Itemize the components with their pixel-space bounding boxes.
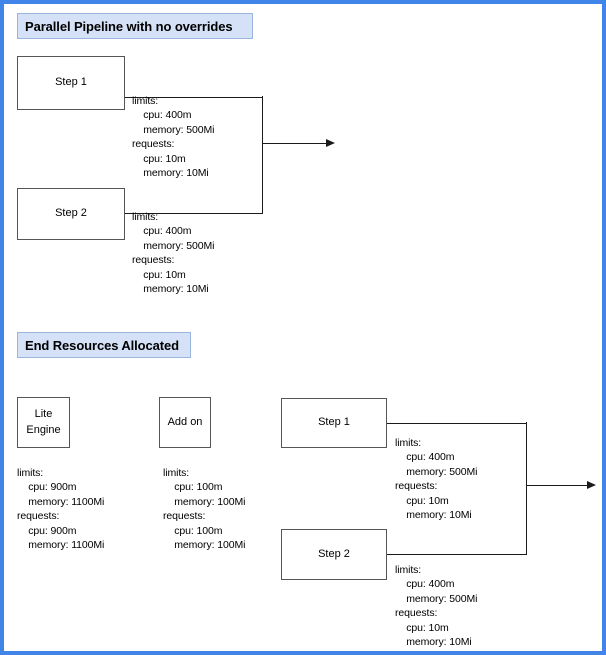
spec-bottom-step-1: limits: cpu: 400m memory: 500Mi requests…: [395, 437, 478, 522]
node-top-step-1[interactable]: Step 1: [17, 56, 125, 110]
node-bottom-step-2-label: Step 2: [318, 547, 350, 560]
spec-add-on: limits: cpu: 100m memory: 100Mi requests…: [163, 467, 246, 552]
node-top-step-1-label: Step 1: [55, 76, 87, 89]
node-lite-engine-label-line1: Lite: [34, 407, 53, 420]
section-badge-end-resources: End Resources Allocated: [17, 332, 191, 358]
connector-top-output-line: [262, 143, 327, 144]
connector-bottom-junction-vertical: [526, 422, 527, 555]
arrow-head-top-output-icon: [326, 139, 335, 147]
connector-top-step2-horizontal: [125, 213, 263, 214]
section-badge-parallel-pipeline-label: Parallel Pipeline with no overrides: [25, 18, 233, 34]
node-bottom-step-2[interactable]: Step 2: [281, 529, 387, 580]
section-badge-end-resources-label: End Resources Allocated: [25, 337, 179, 353]
spec-lite-engine: limits: cpu: 900m memory: 1100Mi request…: [17, 467, 105, 552]
node-add-on-label: Add on: [167, 415, 203, 428]
connector-bottom-step2-horizontal: [387, 554, 527, 555]
node-bottom-step-1[interactable]: Step 1: [281, 398, 387, 448]
node-top-step-2[interactable]: Step 2: [17, 188, 125, 240]
node-add-on[interactable]: Add on: [159, 397, 211, 448]
node-lite-engine[interactable]: Lite Engine: [17, 397, 70, 448]
connector-top-junction-vertical: [262, 96, 263, 214]
connector-bottom-output-line: [526, 485, 588, 486]
node-bottom-step-1-label: Step 1: [318, 416, 350, 429]
section-badge-parallel-pipeline: Parallel Pipeline with no overrides: [17, 13, 253, 39]
connector-bottom-step1-horizontal: [387, 423, 527, 424]
node-lite-engine-label-line2: Engine: [26, 423, 61, 436]
spec-top-step-1: limits: cpu: 400m memory: 500Mi requests…: [132, 95, 215, 180]
node-top-step-2-label: Step 2: [55, 207, 87, 220]
connector-top-step1-horizontal: [125, 97, 263, 98]
spec-top-step-2: limits: cpu: 400m memory: 500Mi requests…: [132, 211, 215, 296]
spec-bottom-step-2: limits: cpu: 400m memory: 500Mi requests…: [395, 564, 478, 649]
arrow-head-bottom-output-icon: [587, 481, 596, 489]
